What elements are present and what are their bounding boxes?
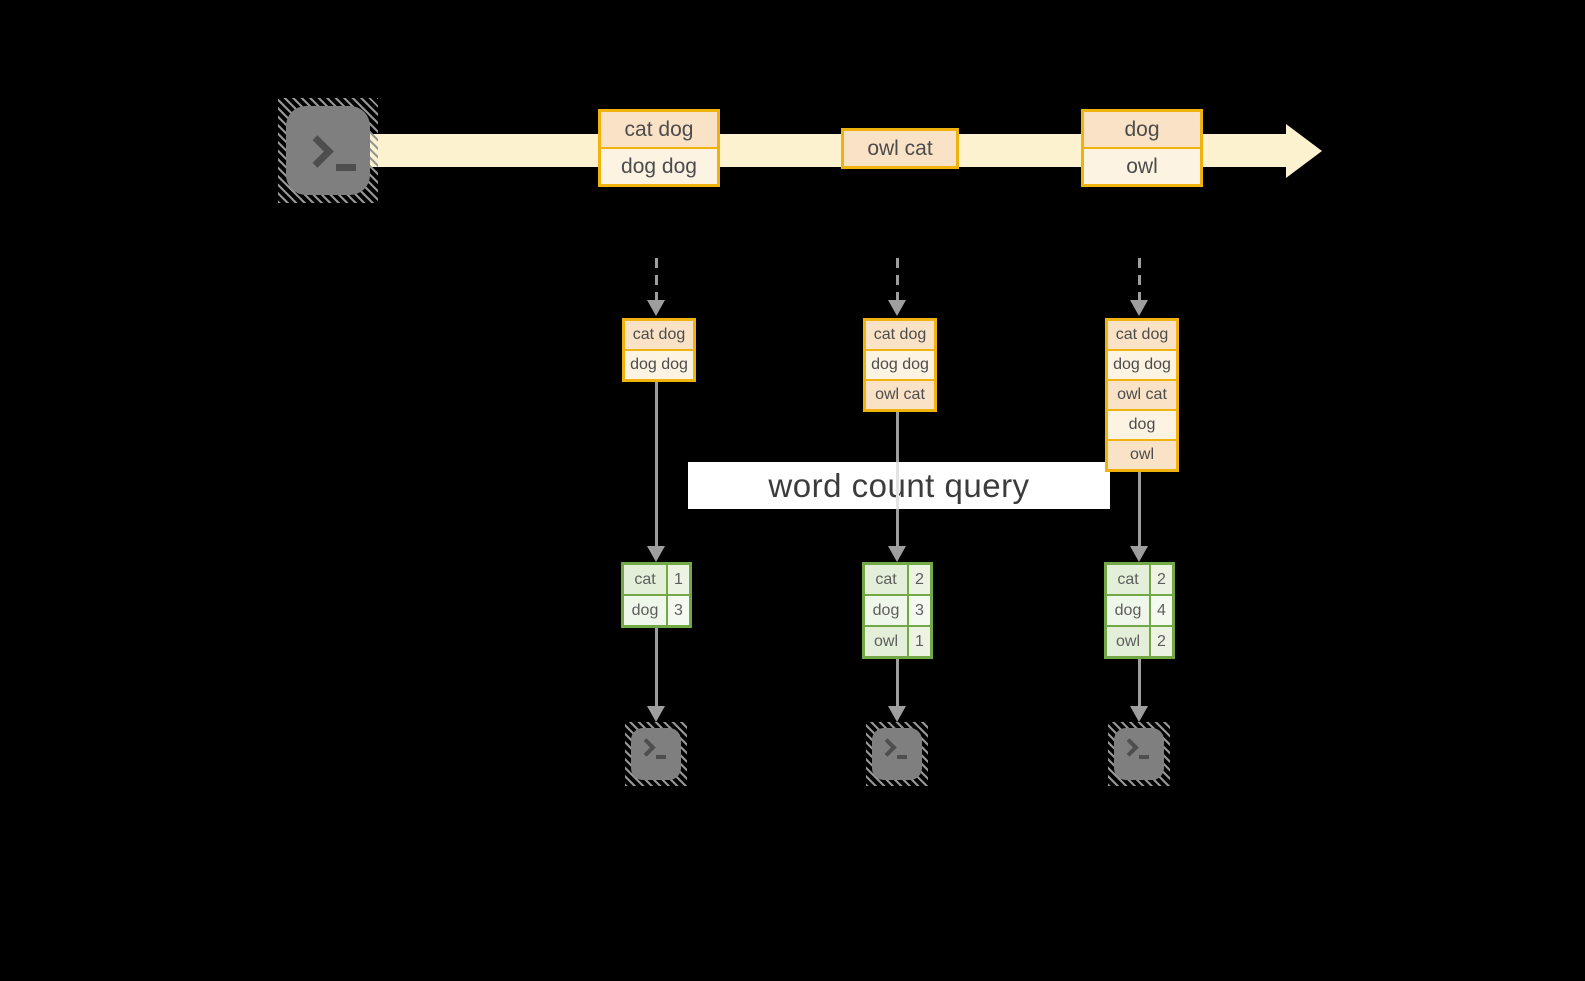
state-line: cat dog [625, 321, 693, 349]
input-state-1: cat dog dog dog [622, 318, 696, 382]
sink-terminal-icon-2 [866, 722, 928, 786]
word-cell: cat [1107, 565, 1149, 594]
batch-line: owl cat [844, 131, 956, 166]
state-line: dog [1108, 411, 1176, 439]
state-line: cat dog [866, 321, 934, 349]
dashed-arrowhead-1 [647, 300, 665, 316]
output-arrow-line-1 [654, 628, 658, 706]
query-banner: word count query [688, 462, 1110, 509]
result-table-1: cat 1 dog 3 [621, 562, 692, 628]
count-cell: 1 [668, 565, 689, 594]
terminal-body [631, 728, 681, 780]
count-cell: 1 [909, 627, 930, 656]
input-state-3: cat dog dog dog owl cat dog owl [1105, 318, 1179, 472]
prompt-chevron-icon [878, 738, 897, 757]
terminal-body [286, 106, 370, 195]
word-cell: cat [624, 565, 666, 594]
count-cell: 2 [1151, 627, 1172, 656]
dashed-arrow-line-1 [654, 258, 658, 302]
state-line: owl cat [866, 381, 934, 409]
query-arrowhead-2 [888, 546, 906, 562]
prompt-chevron-icon [637, 738, 656, 757]
batch-line: dog [1084, 112, 1200, 147]
count-cell: 3 [668, 596, 689, 625]
output-arrowhead-1 [647, 706, 665, 722]
prompt-chevron-icon [301, 135, 334, 168]
dashed-arrowhead-3 [1130, 300, 1148, 316]
prompt-chevron-icon [1120, 738, 1139, 757]
word-cell: dog [624, 596, 666, 625]
output-arrowhead-3 [1130, 706, 1148, 722]
terminal-body [872, 728, 922, 780]
query-arrowhead-1 [647, 546, 665, 562]
prompt-cursor-icon [656, 755, 666, 759]
count-cell: 2 [1151, 565, 1172, 594]
output-arrow-line-3 [1137, 659, 1141, 706]
word-cell: owl [865, 627, 907, 656]
prompt-cursor-icon [336, 164, 356, 171]
query-arrow-line-3 [1137, 472, 1141, 546]
stream-arrowhead [1286, 124, 1322, 178]
batch-line: cat dog [601, 112, 717, 147]
stream-batch-2: owl cat [841, 128, 959, 169]
dashed-arrow-line-2 [895, 258, 899, 302]
dashed-arrowhead-2 [888, 300, 906, 316]
terminal-body [1114, 728, 1164, 780]
state-line: owl cat [1108, 381, 1176, 409]
source-terminal-icon [278, 98, 378, 203]
stream-batch-1: cat dog dog dog [598, 109, 720, 187]
result-table-2: cat 2 dog 3 owl 1 [862, 562, 933, 659]
prompt-cursor-icon [1139, 755, 1149, 759]
state-line: dog dog [1108, 351, 1176, 379]
word-cell: dog [1107, 596, 1149, 625]
batch-line: dog dog [601, 149, 717, 184]
state-line: cat dog [1108, 321, 1176, 349]
word-cell: owl [1107, 627, 1149, 656]
query-banner-label: word count query [768, 466, 1030, 504]
state-line: dog dog [625, 351, 693, 379]
result-table-3: cat 2 dog 4 owl 2 [1104, 562, 1175, 659]
prompt-cursor-icon [897, 755, 907, 759]
input-state-2: cat dog dog dog owl cat [863, 318, 937, 412]
sink-terminal-icon-3 [1108, 722, 1170, 786]
query-arrowhead-3 [1130, 546, 1148, 562]
dashed-arrow-line-3 [1137, 258, 1141, 302]
count-cell: 4 [1151, 596, 1172, 625]
output-arrow-line-2 [895, 659, 899, 706]
word-cell: cat [865, 565, 907, 594]
query-banner-arrow-overlay [895, 462, 899, 509]
word-cell: dog [865, 596, 907, 625]
count-cell: 3 [909, 596, 930, 625]
sink-terminal-icon-1 [625, 722, 687, 786]
batch-line: owl [1084, 149, 1200, 184]
query-arrow-line-1 [654, 382, 658, 546]
state-line: dog dog [866, 351, 934, 379]
stream-batch-3: dog owl [1081, 109, 1203, 187]
count-cell: 2 [909, 565, 930, 594]
state-line: owl [1108, 441, 1176, 469]
output-arrowhead-2 [888, 706, 906, 722]
